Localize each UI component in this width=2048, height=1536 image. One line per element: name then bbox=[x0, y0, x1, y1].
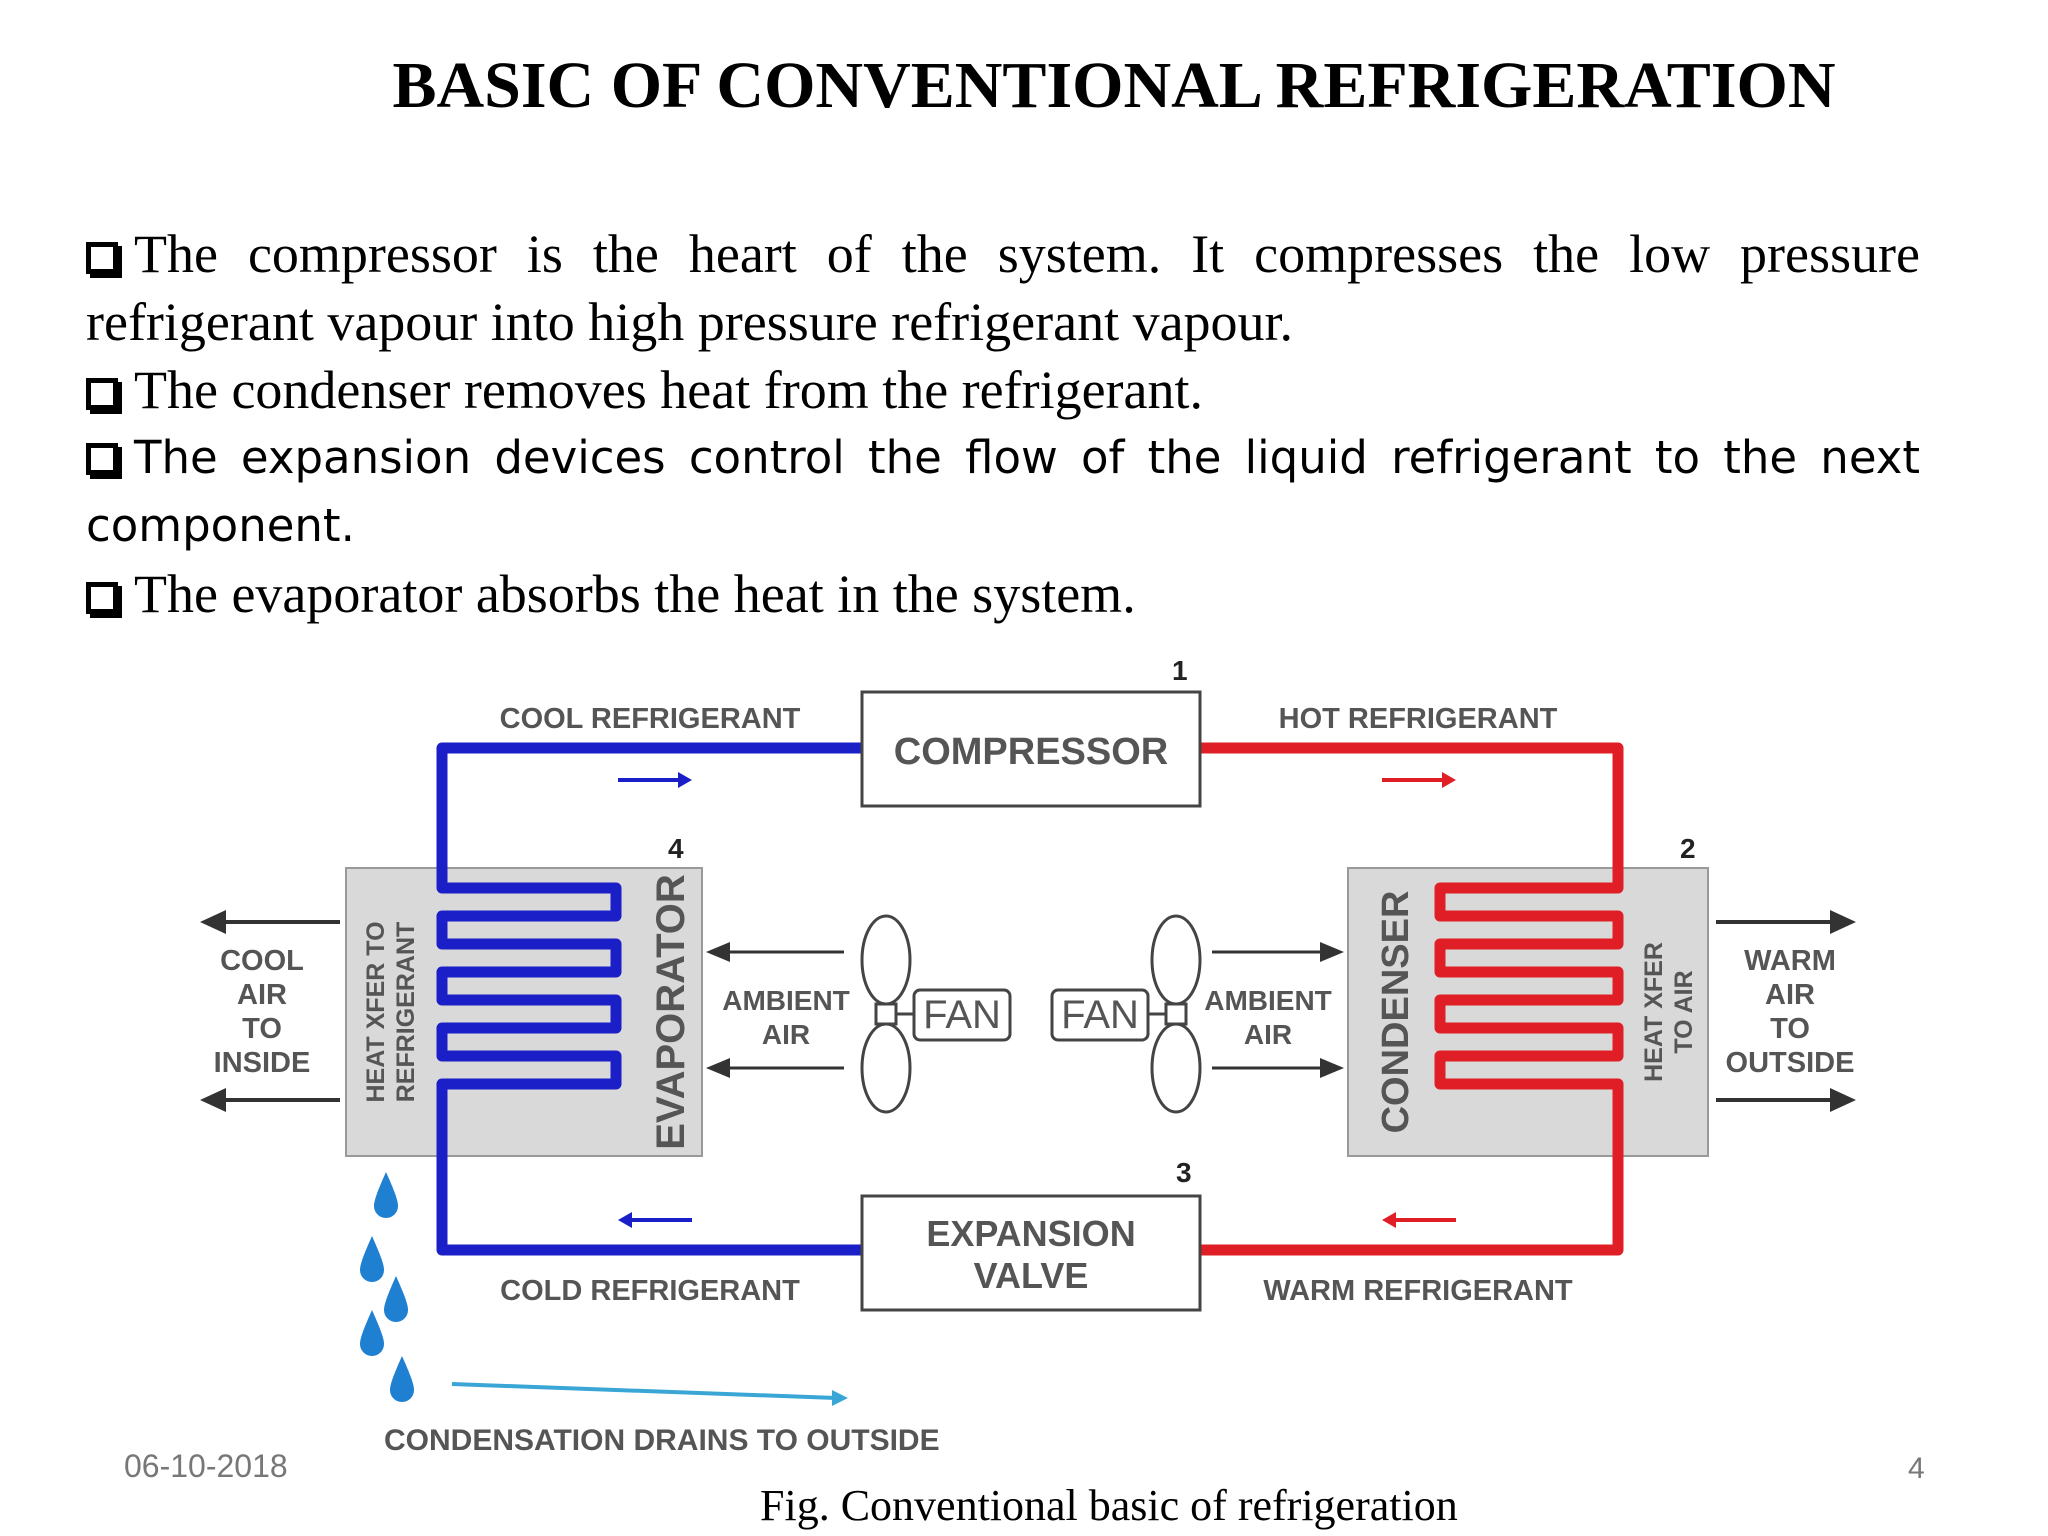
checkbox-bullet-icon bbox=[86, 582, 118, 614]
drain-arrow bbox=[451, 1382, 848, 1406]
condenser-side-label-line1: HEAT XFER bbox=[1640, 942, 1668, 1082]
cool-air-label-3: TO bbox=[242, 1013, 282, 1045]
compressor-label: COMPRESSOR bbox=[894, 731, 1168, 773]
bullet-evaporator: The evaporator absorbs the heat in the s… bbox=[86, 560, 1920, 628]
bullet-text: The compressor is the heart of the syste… bbox=[86, 224, 1920, 352]
flow-arrow-cool bbox=[618, 772, 692, 788]
flow-arrow-warm bbox=[1382, 1212, 1456, 1228]
warm-air-label-4: OUTSIDE bbox=[1726, 1047, 1855, 1079]
cool-air-arrows bbox=[200, 910, 340, 1112]
hot-refrigerant-label: HOT REFRIGERANT bbox=[1279, 703, 1558, 735]
compressor-box bbox=[860, 690, 1202, 808]
expansion-valve-label-line2: VALVE bbox=[974, 1255, 1089, 1296]
condenser-fan-icon bbox=[1050, 914, 1202, 1114]
warm-refrigerant-label: WARM REFRIGERANT bbox=[1263, 1275, 1573, 1307]
evaporator-side-label-line1: HEAT XFER TO bbox=[362, 921, 390, 1102]
ambient-air-right-line2: AIR bbox=[1244, 1019, 1292, 1050]
expansion-valve-label-line1: EXPANSION bbox=[926, 1213, 1135, 1254]
warm-air-arrows bbox=[1716, 910, 1856, 1112]
slide-title: BASIC OF CONVENTIONAL REFRIGERATION bbox=[392, 49, 1836, 122]
condenser-number: 2 bbox=[1680, 833, 1696, 864]
evaporator-side-label-line2: REFRIGERANT bbox=[392, 922, 420, 1103]
cool-air-label-2: AIR bbox=[237, 979, 287, 1011]
expansion-valve-unit: EXPANSION VALVE 3 bbox=[860, 1157, 1202, 1312]
flow-arrow-hot bbox=[1382, 772, 1456, 788]
footer-date: 06-10-2018 bbox=[124, 1448, 288, 1484]
checkbox-bullet-icon bbox=[86, 242, 118, 274]
cold-refrigerant-pipe bbox=[436, 742, 862, 1256]
warm-air-label-2: AIR bbox=[1765, 979, 1815, 1011]
condensation-drops-icon bbox=[360, 1172, 414, 1402]
ambient-air-left-line2: AIR bbox=[762, 1019, 810, 1050]
compressor-number: 1 bbox=[1172, 655, 1188, 686]
checkbox-bullet-icon bbox=[86, 378, 118, 410]
expansion-valve-number: 3 bbox=[1176, 1157, 1192, 1188]
condensation-label: CONDENSATION DRAINS TO OUTSIDE bbox=[384, 1424, 940, 1457]
ambient-air-right-line1: AMBIENT bbox=[1204, 985, 1332, 1016]
bullet-text: The expansion devices control the flow o… bbox=[86, 431, 1920, 552]
cool-refrigerant-label: COOL REFRIGERANT bbox=[500, 703, 801, 735]
bullet-compressor: The compressor is the heart of the syste… bbox=[86, 220, 1920, 356]
hot-refrigerant-pipe bbox=[1200, 742, 1624, 1256]
condenser-fan-label: FAN bbox=[1061, 993, 1139, 1037]
evaporator-number: 4 bbox=[668, 833, 684, 864]
evaporator-fan-icon bbox=[860, 914, 1012, 1114]
expansion-valve-box bbox=[860, 1194, 1202, 1312]
bullet-list: The compressor is the heart of the syste… bbox=[86, 220, 1920, 628]
compressor-unit: COMPRESSOR 1 bbox=[860, 655, 1202, 808]
condenser-unit: 2 CONDENSER HEAT XFER TO AIR bbox=[1347, 833, 1709, 1157]
evaporator-label: EVAPORATOR bbox=[649, 874, 693, 1150]
ambient-air-arrows-condenser bbox=[1212, 942, 1344, 1078]
ambient-air-arrows-evaporator bbox=[706, 942, 844, 1078]
checkbox-bullet-icon bbox=[86, 443, 118, 475]
bullet-expansion: The expansion devices control the flow o… bbox=[86, 424, 1920, 560]
condenser-side-label-line2: TO AIR bbox=[1670, 970, 1698, 1053]
figure-caption: Fig. Conventional basic of refrigeration bbox=[760, 1481, 1458, 1530]
condenser-label: CONDENSER bbox=[1375, 891, 1417, 1134]
page-number: 4 bbox=[1908, 1452, 1925, 1485]
bullet-text: The evaporator absorbs the heat in the s… bbox=[134, 564, 1136, 624]
flow-arrow-cold bbox=[618, 1212, 692, 1228]
warm-air-label-3: TO bbox=[1770, 1013, 1810, 1045]
evaporator-fan-label: FAN bbox=[923, 993, 1001, 1037]
cold-refrigerant-label: COLD REFRIGERANT bbox=[500, 1275, 800, 1307]
bullet-text: The condenser removes heat from the refr… bbox=[134, 360, 1204, 420]
cool-air-label-1: COOL bbox=[220, 945, 304, 977]
bullet-condenser: The condenser removes heat from the refr… bbox=[86, 356, 1920, 424]
ambient-air-left-line1: AMBIENT bbox=[722, 985, 850, 1016]
cool-air-label-4: INSIDE bbox=[214, 1047, 311, 1079]
warm-air-label-1: WARM bbox=[1744, 945, 1836, 977]
